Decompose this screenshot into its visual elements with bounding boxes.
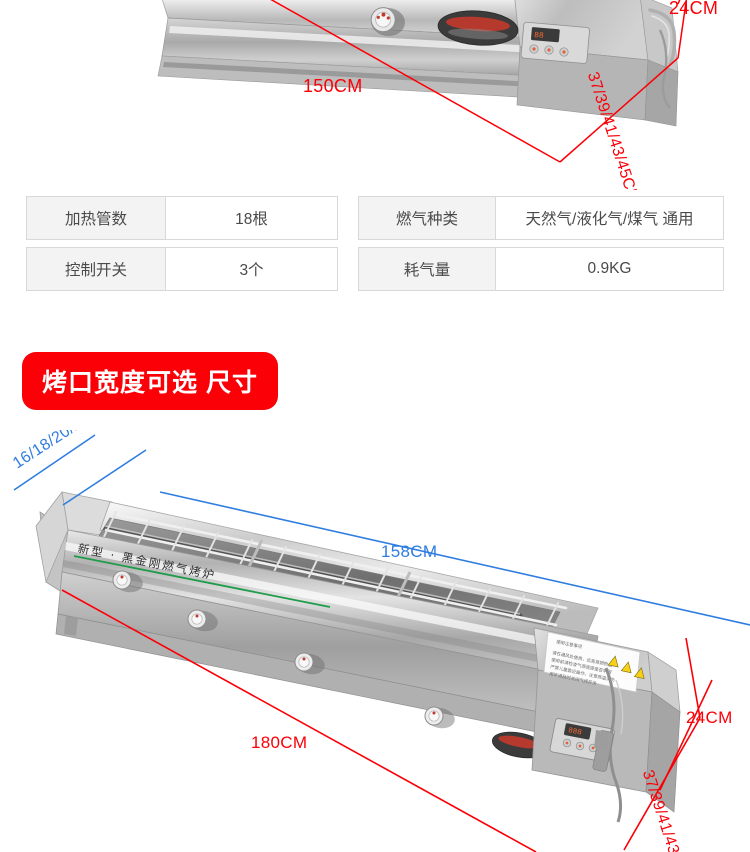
- top-grill-illustration: 88: [157, 0, 688, 163]
- control-knob: [370, 7, 405, 37]
- control-knob: [187, 609, 218, 632]
- gas-pipe: [604, 667, 623, 823]
- spec-value: 天然气/液化气/煤气 通用: [496, 196, 724, 240]
- spec-value: 18根: [166, 196, 338, 240]
- side-handle: [648, 8, 677, 66]
- control-knob: [294, 652, 325, 675]
- dim-label-top-height: 24CM: [669, 0, 719, 18]
- table-row: 控制开关 3个: [26, 247, 338, 291]
- dim-label-base-length: 180CM: [251, 733, 308, 752]
- spec-key: 耗气量: [358, 247, 496, 291]
- spec-value: 3个: [166, 247, 338, 291]
- control-knob: [424, 706, 455, 729]
- banner-label: 烤口宽度可选 尺寸: [42, 369, 258, 397]
- warning-label: [543, 631, 641, 693]
- brand-underline: [73, 555, 331, 608]
- digital-readout: [563, 723, 592, 740]
- spec-key: 控制开关: [26, 247, 166, 291]
- control-knob: [112, 570, 143, 593]
- spec-key: 燃气种类: [358, 196, 496, 240]
- dimension-lines-blue: [13, 434, 750, 626]
- dim-label-top-length: 150CM: [303, 76, 363, 96]
- digital-readout: [530, 27, 560, 43]
- dim-label-bottom-height: 24CM: [686, 708, 733, 727]
- svg-text:88: 88: [534, 31, 545, 41]
- spec-value: 0.9KG: [496, 247, 724, 291]
- specification-tables: 加热管数 18根 控制开关 3个 燃气种类 天然气/液化气/煤气 通用 耗气量 …: [0, 196, 750, 308]
- section-banner: 烤口宽度可选 尺寸: [22, 352, 278, 410]
- spec-key: 加热管数: [26, 196, 166, 240]
- table-row: 加热管数 18根: [26, 196, 338, 240]
- digital-readout-value: 888: [567, 727, 582, 737]
- control-display-panel: [520, 21, 590, 64]
- spec-table-left: 加热管数 18根 控制开关 3个: [26, 196, 338, 298]
- dimension-lines-top: [270, 0, 688, 163]
- table-row: 耗气量 0.9KG: [358, 247, 724, 291]
- bottom-grill-illustration: 新型 · 黑金刚燃气烤炉: [13, 434, 750, 852]
- table-row: 燃气种类 天然气/液化气/煤气 通用: [358, 196, 724, 240]
- dim-label-top-length: 158CM: [381, 542, 438, 561]
- dimension-lines-red: [61, 589, 713, 852]
- spec-table-right: 燃气种类 天然气/液化气/煤气 通用 耗气量 0.9KG: [358, 196, 724, 298]
- top-product-photo: 88: [0, 0, 750, 190]
- bottom-product-photo: 新型 · 黑金刚燃气烤炉: [0, 430, 750, 852]
